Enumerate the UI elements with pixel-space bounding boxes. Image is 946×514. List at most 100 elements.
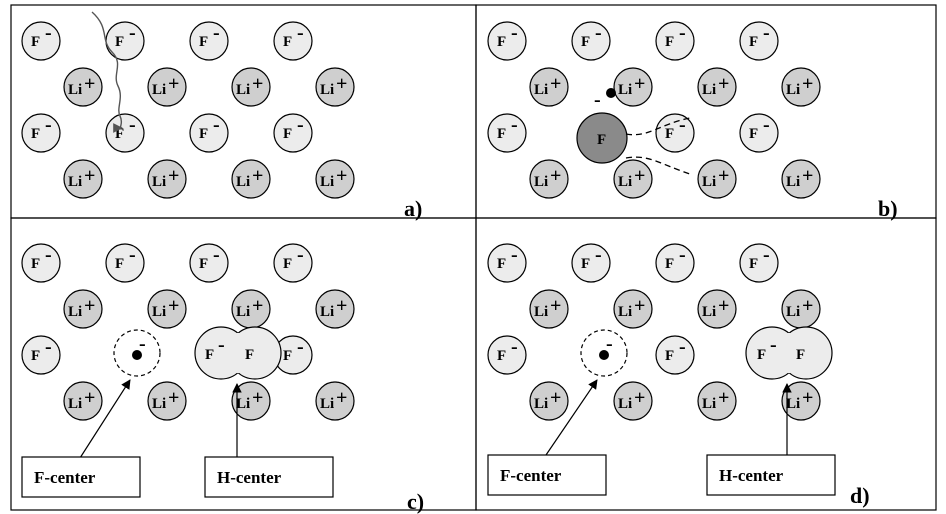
lithium-ion-charge: + xyxy=(550,295,561,317)
h-center-fluorine-label-left: F xyxy=(205,347,214,363)
bond-dashed-lower xyxy=(625,156,691,175)
lithium-ion-circle xyxy=(529,289,569,329)
fluoride-ion-circle xyxy=(189,113,229,153)
fluoride-ion-label: F xyxy=(283,126,292,142)
lithium-ion-charge: + xyxy=(718,73,729,95)
fluoride-ion-label: F xyxy=(115,34,124,50)
lithium-ion: Li+ xyxy=(529,159,569,199)
fluoride-ion: F- xyxy=(105,113,145,153)
fluoride-ion-circle xyxy=(739,243,779,283)
lithium-ion-charge: + xyxy=(252,295,263,317)
lithium-ion-label: Li xyxy=(152,174,166,190)
ejected-electron-sign: - xyxy=(594,89,601,111)
f-center-electron-d xyxy=(599,350,609,360)
lithium-ion-charge: + xyxy=(718,295,729,317)
lithium-ion-circle xyxy=(63,289,103,329)
fluoride-ion-charge: - xyxy=(595,22,602,44)
lithium-ion: Li+ xyxy=(147,67,187,107)
fluoride-ion-charge: - xyxy=(763,244,770,266)
fluoride-ion-circle xyxy=(273,113,313,153)
lithium-ion: Li+ xyxy=(613,159,653,199)
lithium-ion-circle xyxy=(147,289,187,329)
lithium-ion-circle xyxy=(315,381,355,421)
fluoride-ion-label: F xyxy=(581,256,590,272)
lithium-ion-circle xyxy=(529,67,569,107)
lithium-ion-charge: + xyxy=(168,73,179,95)
f-center-pointer-arrow-d xyxy=(545,379,598,456)
lithium-ion-circle xyxy=(315,67,355,107)
fluoride-ion-charge: - xyxy=(511,336,518,358)
lithium-ion-charge: + xyxy=(168,165,179,187)
lithium-ion: Li+ xyxy=(63,159,103,199)
fluoride-ion-circle xyxy=(655,335,695,375)
fluoride-ion-charge: - xyxy=(511,114,518,136)
fluoride-ion-circle xyxy=(739,113,779,153)
lithium-ion-label: Li xyxy=(236,82,250,98)
lithium-ion-circle xyxy=(147,67,187,107)
lithium-ion-circle xyxy=(315,289,355,329)
lithium-ion-label: Li xyxy=(320,396,334,412)
lithium-ion-charge: + xyxy=(84,73,95,95)
fluoride-ion-label: F xyxy=(31,126,40,142)
f-center-pointer-arrow-c xyxy=(79,379,131,459)
lithium-ion: Li+ xyxy=(315,289,355,329)
fluoride-ion-charge: - xyxy=(213,22,220,44)
lithium-ion-label: Li xyxy=(68,396,82,412)
lithium-ion-charge: + xyxy=(718,165,729,187)
h-center-fluorine-label-right-d: F xyxy=(796,347,805,363)
lithium-ion-label: Li xyxy=(618,396,632,412)
fluoride-ion-circle xyxy=(571,243,611,283)
lithium-ion-charge: + xyxy=(252,165,263,187)
fluoride-ion: F- xyxy=(487,335,527,375)
lithium-ion-circle xyxy=(781,67,821,107)
fluoride-ion-charge: - xyxy=(595,244,602,266)
fluoride-ion-circle xyxy=(487,113,527,153)
lithium-ion-charge: + xyxy=(634,73,645,95)
lithium-ion-circle xyxy=(697,381,737,421)
fluoride-ion-label: F xyxy=(31,256,40,272)
fluoride-ion: F- xyxy=(105,243,145,283)
fluoride-ion-charge: - xyxy=(297,244,304,266)
fluoride-ion-circle xyxy=(189,21,229,61)
lithium-ion-circle xyxy=(781,159,821,199)
lithium-ion-charge: + xyxy=(802,165,813,187)
panel-d-lattice: F-F-F-F-Li+Li+Li+Li+F-F-Li+Li+Li+Li+ xyxy=(487,243,821,421)
lithium-ion: Li+ xyxy=(63,381,103,421)
lithium-ion-circle xyxy=(63,67,103,107)
fluoride-ion-charge: - xyxy=(511,244,518,266)
fluoride-ion-circle xyxy=(21,113,61,153)
lithium-ion-label: Li xyxy=(534,174,548,190)
fluoride-ion: F- xyxy=(655,335,695,375)
fluoride-ion-charge: - xyxy=(45,114,52,136)
panel-frames xyxy=(10,4,937,511)
fluoride-ion-label: F xyxy=(283,348,292,364)
neutral-fluorine-atom-circle xyxy=(576,112,628,164)
lithium-ion: Li+ xyxy=(147,289,187,329)
lithium-ion: Li+ xyxy=(781,381,821,421)
lithium-ion-circle xyxy=(147,159,187,199)
lithium-ion-label: Li xyxy=(68,82,82,98)
fluoride-ion-circle xyxy=(487,243,527,283)
fluoride-ion-label: F xyxy=(749,126,758,142)
fluoride-ion-label: F xyxy=(497,126,506,142)
lithium-ion-charge: + xyxy=(634,295,645,317)
lithium-ion-label: Li xyxy=(702,304,716,320)
fluoride-ion-charge: - xyxy=(129,114,136,136)
fluoride-ion: F- xyxy=(273,243,313,283)
lithium-ion-charge: + xyxy=(336,165,347,187)
fluoride-ion-circle xyxy=(21,335,61,375)
lithium-ion-label: Li xyxy=(534,304,548,320)
lithium-ion-label: Li xyxy=(152,82,166,98)
fluoride-ion-label: F xyxy=(749,34,758,50)
fluoride-ion-circle xyxy=(655,21,695,61)
fluoride-ion: F- xyxy=(189,21,229,61)
fluoride-ion: F- xyxy=(487,243,527,283)
fluoride-ion: F- xyxy=(487,113,527,153)
fluoride-ion-label: F xyxy=(199,34,208,50)
lithium-ion-charge: + xyxy=(336,295,347,317)
lithium-ion-charge: + xyxy=(336,73,347,95)
lithium-ion-charge: + xyxy=(802,73,813,95)
lithium-ion-charge: + xyxy=(252,73,263,95)
fluoride-ion-charge: - xyxy=(763,22,770,44)
